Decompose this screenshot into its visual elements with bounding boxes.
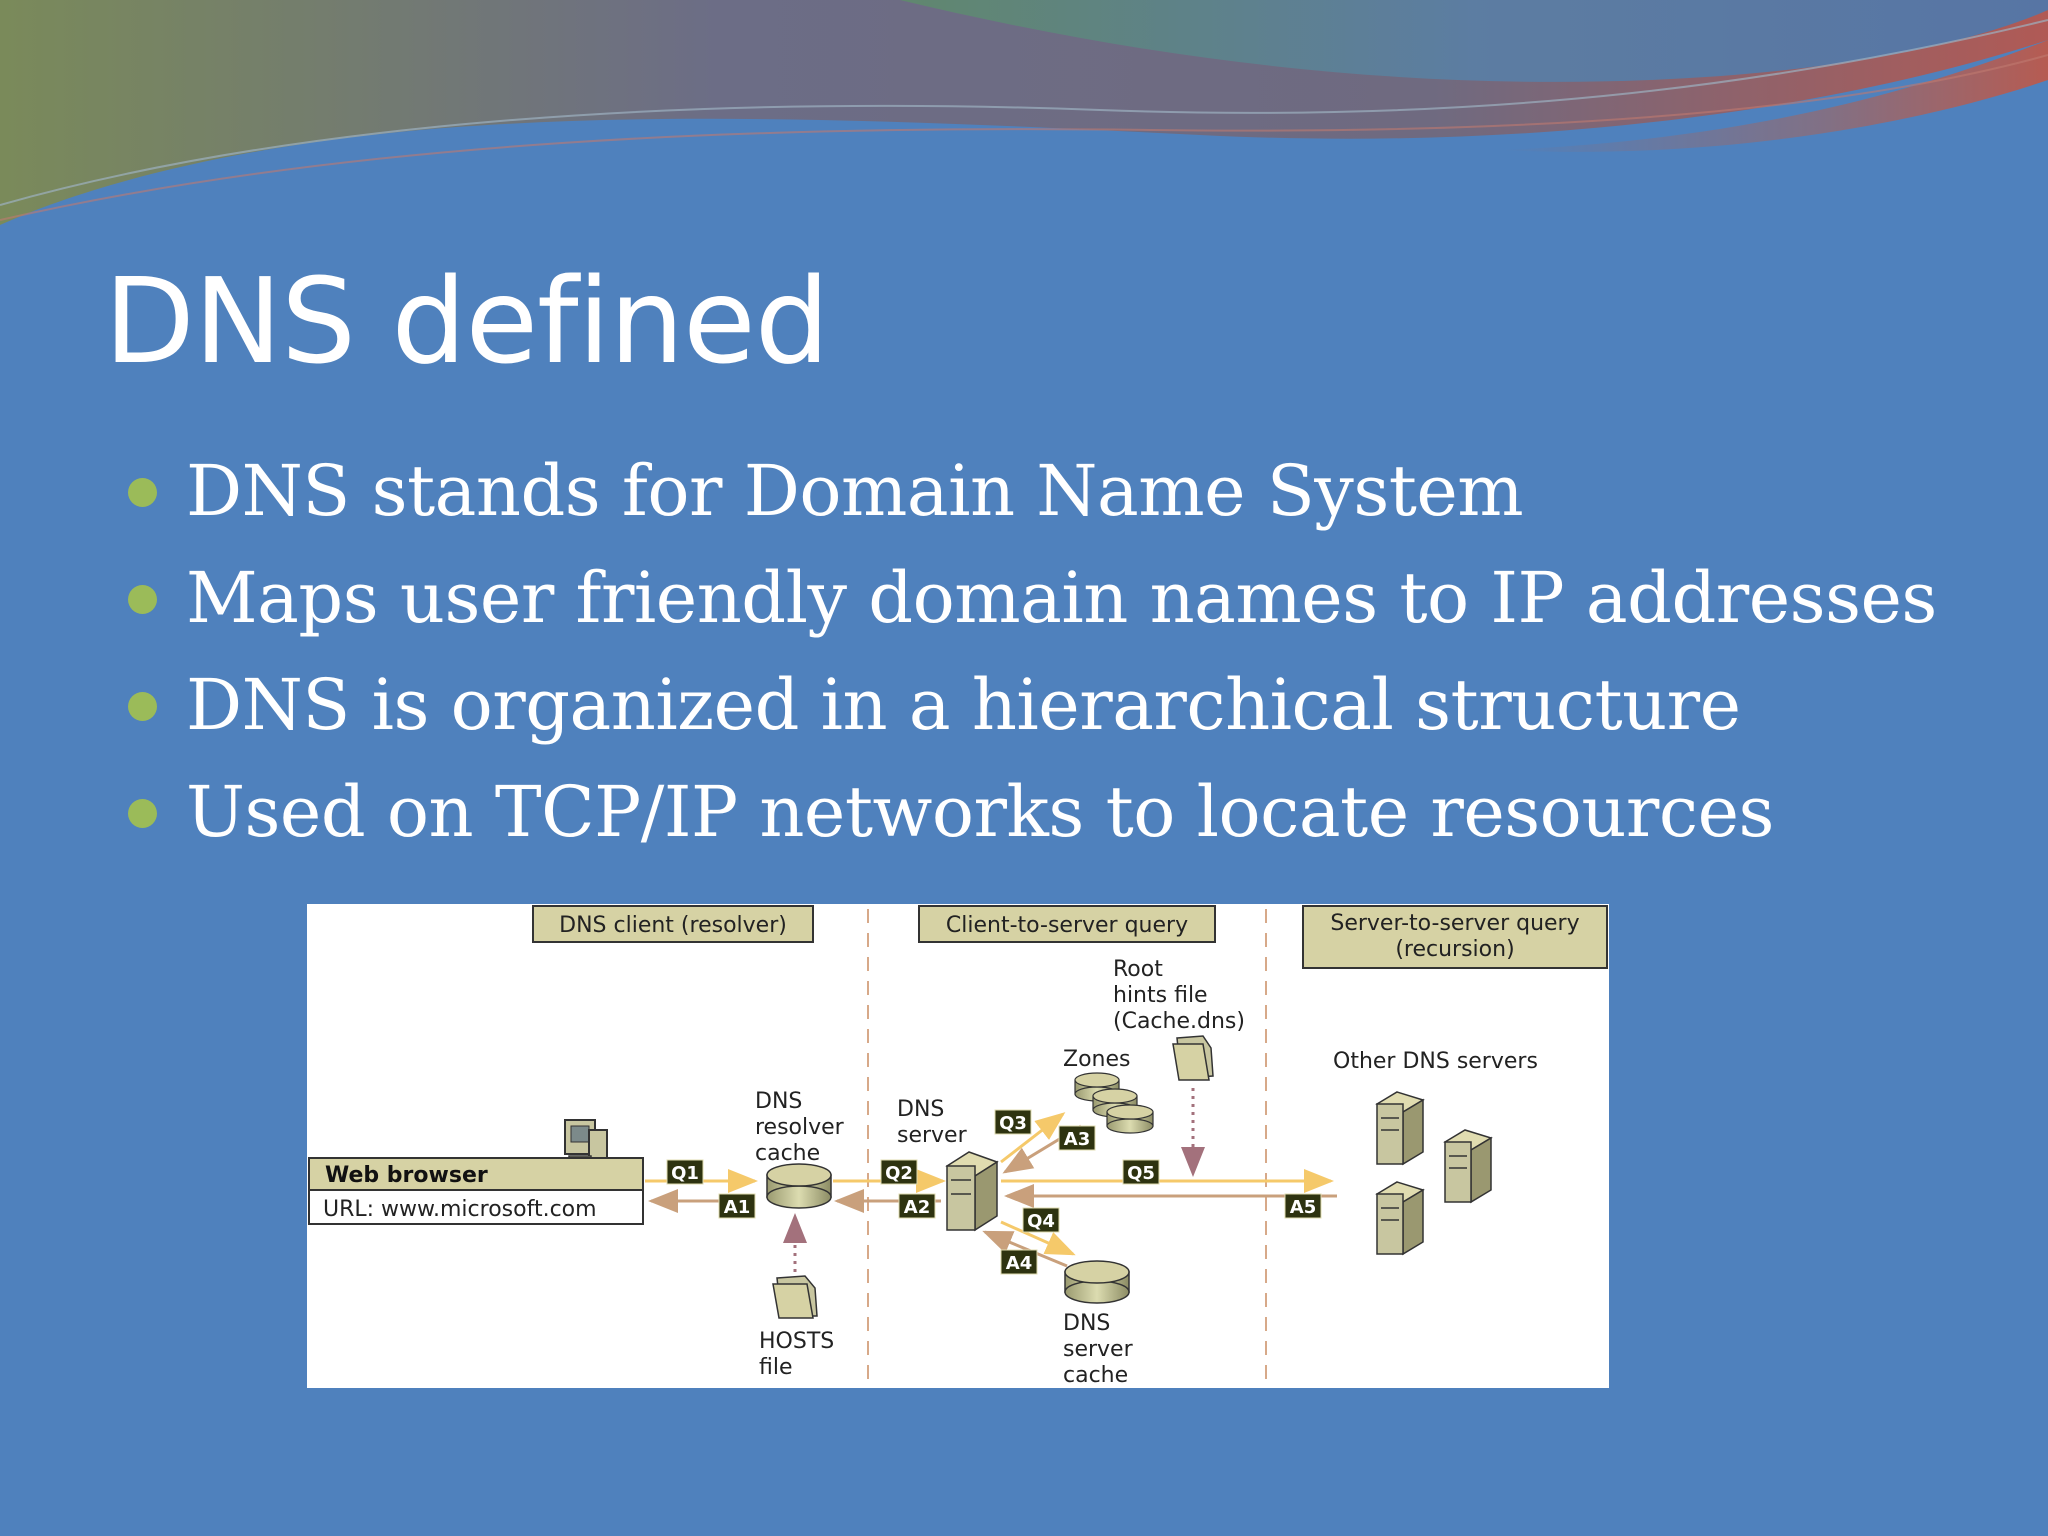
badge-label: Q4 — [1027, 1211, 1055, 1232]
server-cache-icon — [1064, 1260, 1130, 1304]
root-hints-label: hints file — [1113, 983, 1208, 1008]
badge-a2: A2 — [898, 1193, 936, 1219]
server-tower-icon — [1375, 1091, 1425, 1166]
dns-server-label: server — [897, 1123, 968, 1148]
server-tower-icon — [1443, 1129, 1493, 1204]
bullet-dot-icon — [128, 585, 157, 614]
hosts-file-icon — [772, 1275, 818, 1319]
root-hints-file-icon — [1172, 1035, 1214, 1081]
badge-label: Q3 — [999, 1113, 1027, 1134]
badge-a5: A5 — [1284, 1193, 1322, 1219]
resolver-cache-label: DNS — [755, 1089, 802, 1114]
root-hints-label: Root — [1113, 957, 1163, 982]
server-cache-label: DNS — [1063, 1311, 1110, 1336]
badge-label: A5 — [1290, 1197, 1316, 1218]
section-header-client-to-server: Client-to-server query — [918, 905, 1216, 943]
hosts-file-label: file — [759, 1355, 793, 1380]
hosts-file-label: HOSTS — [759, 1329, 834, 1354]
bullet-text: Used on TCP/IP networks to locate resour… — [186, 771, 1774, 853]
slide-title: DNS defined — [104, 252, 830, 390]
web-browser-panel: Web browser URL: www.microsoft.com — [308, 1157, 644, 1225]
server-cache-label: server — [1063, 1337, 1134, 1362]
badge-label: A1 — [724, 1197, 750, 1218]
zones-database-icon — [1074, 1072, 1154, 1134]
badge-label: Q5 — [1127, 1163, 1155, 1184]
badge-label: Q1 — [671, 1163, 699, 1184]
badge-q5: Q5 — [1122, 1159, 1160, 1185]
web-browser-url: URL: www.microsoft.com — [323, 1197, 597, 1222]
section-header-label: (recursion) — [1395, 937, 1514, 962]
resolver-cache-label: resolver — [755, 1115, 845, 1140]
badge-label: A2 — [904, 1197, 930, 1218]
bullet-text: DNS stands for Domain Name System — [186, 450, 1524, 532]
badge-a4: A4 — [1000, 1249, 1038, 1275]
badge-q4: Q4 — [1022, 1207, 1060, 1233]
query-arrow-q4 — [1000, 1220, 1076, 1256]
answer-arrow-a4 — [982, 1230, 1068, 1268]
server-cache-label: cache — [1063, 1363, 1128, 1388]
section-header-label: Server-to-server query — [1330, 911, 1579, 936]
badge-q1: Q1 — [666, 1159, 704, 1185]
bullet-dot-icon — [128, 799, 157, 828]
web-browser-label: Web browser — [325, 1163, 488, 1188]
resolver-cache-label: cache — [755, 1141, 820, 1166]
bullet-text: DNS is organized in a hierarchical struc… — [186, 664, 1741, 746]
section-header-label: DNS client (resolver) — [559, 913, 787, 938]
dns-server-icon — [945, 1151, 999, 1232]
zones-label: Zones — [1063, 1047, 1130, 1072]
badge-a3: A3 — [1058, 1125, 1096, 1151]
bullet-text: Maps user friendly domain names to IP ad… — [186, 557, 1937, 639]
root-hints-label: (Cache.dns) — [1113, 1009, 1245, 1034]
badge-label: Q2 — [885, 1163, 913, 1184]
badge-q3: Q3 — [994, 1109, 1032, 1135]
badge-a1: A1 — [718, 1193, 756, 1219]
bullet-dot-icon — [128, 478, 157, 507]
server-tower-icon — [1375, 1181, 1425, 1256]
diagram-canvas: DNS client (resolver) Client-to-server q… — [308, 905, 1608, 1388]
dns-resolution-diagram: DNS client (resolver) Client-to-server q… — [307, 904, 1609, 1388]
section-header-server-to-server: Server-to-server query (recursion) — [1302, 905, 1608, 969]
section-header-label: Client-to-server query — [946, 913, 1188, 938]
badge-q2: Q2 — [880, 1159, 918, 1185]
header-swoosh-decoration — [0, 0, 2048, 225]
bullet-dot-icon — [128, 692, 157, 721]
badge-label: A3 — [1064, 1129, 1090, 1150]
dns-server-label: DNS — [897, 1097, 944, 1122]
other-servers-label: Other DNS servers — [1333, 1049, 1538, 1074]
resolver-cache-icon — [766, 1163, 832, 1209]
badge-label: A4 — [1006, 1253, 1032, 1274]
section-header-client: DNS client (resolver) — [532, 905, 814, 943]
